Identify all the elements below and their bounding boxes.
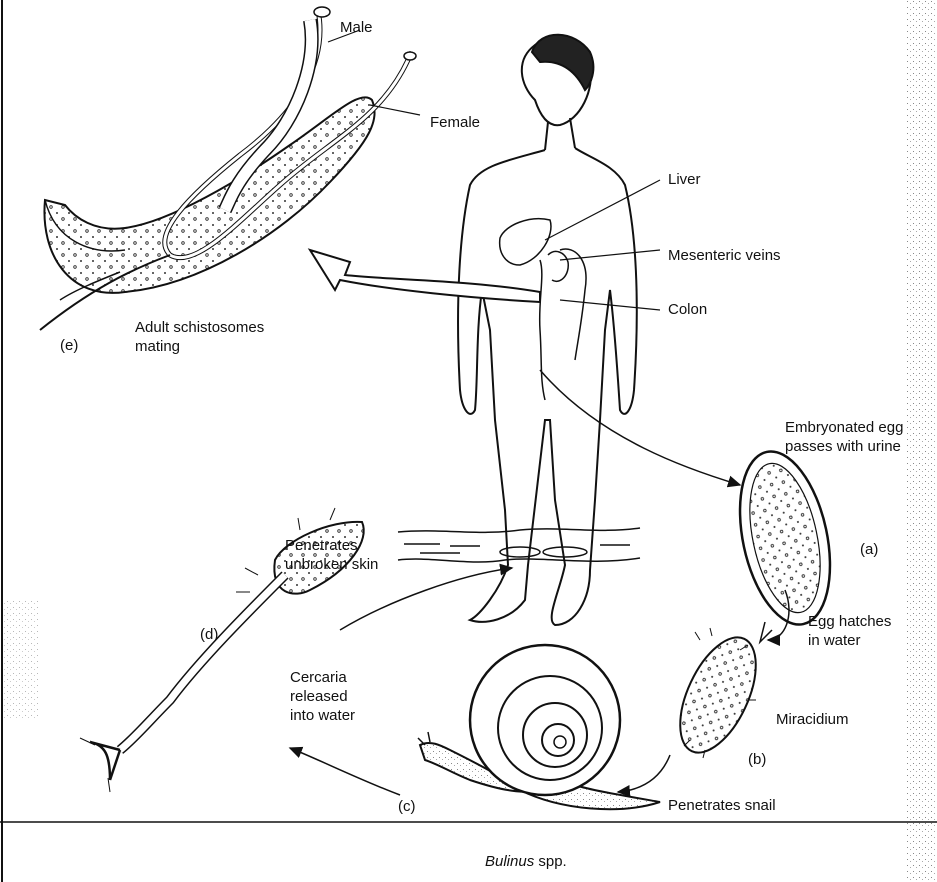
snail-illustration	[418, 645, 660, 809]
label-miracidium: Miracidium	[776, 710, 849, 729]
label-adult-mating: Adult schistosomes mating	[135, 318, 264, 356]
label-colon: Colon	[668, 300, 707, 319]
label-male: Male	[340, 18, 373, 37]
label-mesenteric-veins: Mesenteric veins	[668, 246, 781, 265]
human-figure-illustration	[458, 35, 637, 625]
label-snail-species: Bulinus spp.	[485, 852, 567, 871]
label-snail-genus: Bulinus	[485, 853, 534, 870]
label-stage-b: (b)	[748, 750, 766, 769]
label-stage-e: (e)	[60, 336, 78, 355]
label-snail-spp: spp.	[534, 853, 567, 870]
label-liver: Liver	[668, 170, 701, 189]
label-penetrates-skin: Penetrates unbroken skin	[285, 536, 378, 574]
label-cercaria-released: Cercaria released into water	[290, 668, 355, 725]
label-penetrates-snail: Penetrates snail	[668, 796, 776, 815]
scan-noise-left	[0, 600, 40, 720]
scan-noise	[905, 0, 937, 882]
label-embryonated-egg: Embryonated egg passes with urine	[785, 418, 903, 456]
label-stage-c: (c)	[398, 797, 416, 816]
miracidium-illustration	[665, 626, 772, 764]
label-egg-hatches: Egg hatches in water	[808, 612, 891, 650]
label-stage-d: (d)	[200, 625, 218, 644]
label-female: Female	[430, 113, 480, 132]
label-stage-a: (a)	[860, 540, 878, 559]
